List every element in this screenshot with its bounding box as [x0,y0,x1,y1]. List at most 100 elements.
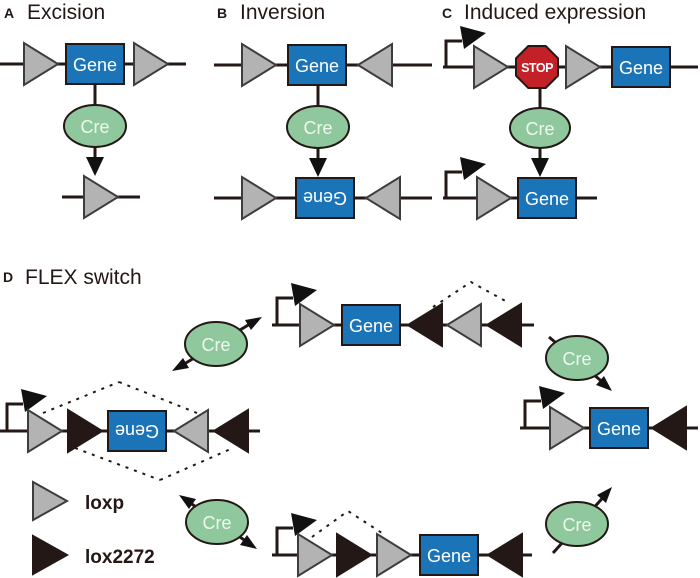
cre-transition-bottom-right: Cre [545,487,612,555]
cre-label: Cre [562,515,591,535]
gene-label: Gene [295,56,339,76]
promoter-arrowhead-icon [460,157,486,180]
promoter-arrowhead-icon [21,389,47,412]
cre-ellipse [545,335,609,381]
loxp-site-icon [299,302,336,348]
promoter-icon [5,402,23,431]
panel-a-cre-action: Cre [63,85,127,176]
promoter-icon [275,296,293,325]
promoter-icon [444,170,462,198]
gene-box [419,534,479,576]
gene-label-inverted: Gene [303,188,347,208]
panel-d-letter: D [3,269,13,285]
cre-label: Cre [201,335,230,355]
loxp-site-icon [133,41,170,87]
panel-a-letter: A [4,5,14,21]
loxp-site-icon [83,174,120,220]
gene-box-inverted [295,177,355,219]
panel-b-cre-action: Cre [286,86,350,177]
loxp-site-icon [241,42,278,88]
panel-c-stop-construct: STOP Gene [443,26,698,90]
promoter-icon [444,39,462,67]
legend-label: lox2272 [85,547,155,568]
loxp-site-icon [364,175,401,221]
panel-b: B Inversion Gene Cre Gene [214,1,432,221]
recombination-dashed-path [159,447,234,481]
gene-box [611,46,671,88]
loxp-triangle-icon [32,480,70,522]
loxp-site-icon [241,175,278,221]
cre-label: Cre [525,119,554,139]
gene-box [589,407,649,449]
stop-label: STOP [521,61,553,75]
panel-a: A Excision Gene Cre [0,1,186,220]
gene-label: Gene [73,55,117,75]
recombination-dashed-path [118,381,198,414]
loxp-site-icon [297,532,334,578]
recombination-dashed-path [432,280,510,308]
legend-label: loxp [85,493,124,514]
panel-b-letter: B [217,5,227,21]
cre-label: Cre [562,349,591,369]
loxp-site-icon [356,42,393,88]
lox2272-site-icon [486,532,523,578]
promoter-arrowhead-icon [460,26,486,49]
lox2272-site-icon [406,302,443,348]
panel-a-title: Excision [27,1,105,24]
gene-label: Gene [619,58,663,78]
gene-box [65,43,125,85]
arrowhead-down-right-icon [596,376,612,391]
flex-state-bottom: Gene [272,509,532,578]
cre-ellipse [185,499,249,545]
lox2272-triangle-icon [32,534,70,576]
arrowhead-up-right-icon [245,317,262,330]
down-arrowhead-icon [531,158,549,177]
cre-ellipse [545,501,609,547]
panel-c-result: Gene [443,157,597,221]
panel-b-title: Inversion [240,1,325,24]
promoter-icon [275,526,293,555]
arrowhead-up-right-icon [597,487,612,503]
promoter-arrowhead-icon [539,386,565,409]
loxp-site-icon [473,44,510,90]
legend-item-loxp: loxp [32,480,124,522]
gene-label: Gene [597,419,641,439]
loxp-site-icon [549,405,586,451]
loxp-site-icon [376,532,413,578]
gene-label: Gene [349,316,393,336]
panel-c: C Induced expression STOP Gene Cre [442,1,698,221]
lox2272-site-icon [650,405,687,451]
loxp-site-icon [27,408,64,454]
loxp-site-icon [565,44,602,90]
panel-a-floxed-construct: Gene [0,41,186,87]
stop-sign-icon [515,45,559,89]
cre-label: Cre [303,118,332,138]
cre-transition-bottom-left: Cre [179,495,257,549]
lox2272-site-icon [212,408,249,454]
loxp-site-icon [172,408,209,454]
gene-label: Gene [525,189,569,209]
loxp-site-icon [23,41,60,87]
panel-a-result [62,174,140,220]
recombination-dashed-path [311,509,386,538]
cre-transition-top-left: Cre [172,317,262,371]
flex-state-left: Gene [0,381,260,481]
loxp-site-icon [445,302,482,348]
promoter-arrowhead-icon [291,283,317,306]
legend: loxp lox2272 [32,480,155,576]
cre-label: Cre [80,117,109,137]
gene-box-inverted [107,410,167,452]
loxp-site-icon [476,175,513,221]
panel-d: D FLEX switch Gene Gene [0,266,698,578]
cre-transition-right: Cre [545,335,612,391]
arrowhead-down-right-icon [240,535,257,549]
gene-box [517,177,577,219]
legend-item-lox2272: lox2272 [32,534,155,576]
panel-c-letter: C [442,5,452,21]
down-arrowhead-icon [309,158,327,177]
recombination-dashed-path [42,381,120,414]
panel-d-title: FLEX switch [25,266,142,289]
arrowhead-down-left-icon [172,358,189,371]
